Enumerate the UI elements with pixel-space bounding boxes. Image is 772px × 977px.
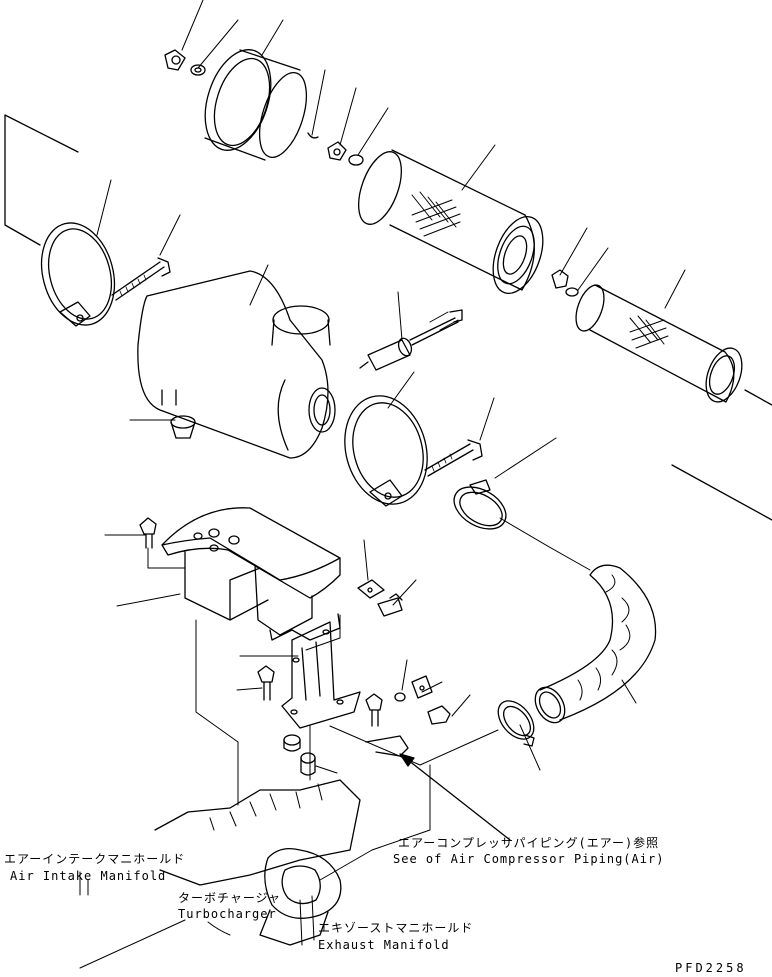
leader-lines [96, 0, 686, 774]
turbocharger-label-en: Turbocharger [178, 907, 277, 921]
guide-lines [79, 547, 499, 969]
cap-flange [204, 49, 308, 161]
inner-element [575, 284, 743, 403]
bracket-bolt-upper [139, 517, 157, 549]
elbow-hose [499, 517, 657, 724]
restriction-sensor [359, 309, 463, 371]
band-clamp-right [344, 395, 428, 507]
band-clamp-left [40, 222, 116, 327]
frame-lines [4, 114, 772, 521]
nut-washer-mid [551, 269, 579, 297]
intake-manifold-label-en: Air Intake Manifold [10, 869, 167, 883]
hose-clamp [453, 479, 507, 530]
clips [357, 579, 451, 757]
support-bolts [257, 593, 403, 727]
reference-arrow [399, 753, 511, 841]
long-bolt-left [111, 257, 171, 301]
turbocharger-label-jp: ターボチャージャ [178, 891, 282, 905]
hose-clamp-lower [497, 700, 535, 747]
long-bolt-right [424, 439, 483, 477]
saddle-bracket [161, 507, 341, 641]
air-compressor-label-en: See of Air Compressor Piping(Air) [393, 852, 665, 866]
engine-assembly [154, 779, 361, 946]
dust-cup [170, 415, 196, 439]
exhaust-manifold-label-en: Exhaust Manifold [318, 938, 450, 952]
exhaust-manifold-label-jp: エキゾーストマニホールド [318, 921, 474, 935]
support-bracket [281, 621, 361, 729]
outer-element [358, 149, 544, 294]
spacers [283, 734, 316, 776]
air-cleaner-body [137, 270, 336, 459]
small-fasteners [307, 132, 364, 166]
drawing-code: PFD2258 [675, 961, 747, 975]
air-compressor-label-jp: エアーコンプレッサパイピング(エアー)参照 [398, 836, 660, 850]
wing-nut-top [164, 49, 206, 76]
intake-manifold-label-jp: エアーインテークマニホールド [4, 852, 186, 866]
